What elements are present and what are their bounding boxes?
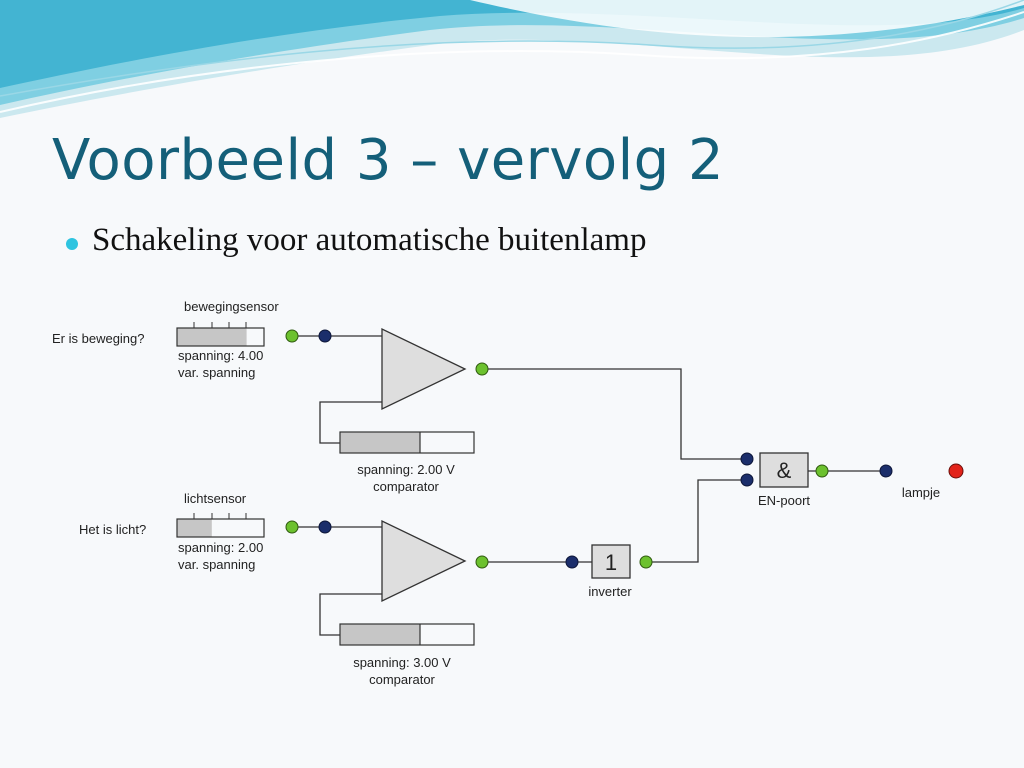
- light-sensor-type: var. spanning: [178, 557, 255, 572]
- comparator-bottom-input-node[interactable]: [318, 520, 332, 534]
- header-wave-decoration: [0, 0, 1024, 118]
- slide-title: Voorbeeld 3 – vervolg 2: [52, 128, 725, 193]
- light-sensor-question: Het is licht?: [79, 522, 146, 537]
- motion-sensor-slider[interactable]: [176, 322, 265, 347]
- inverter-label: inverter: [588, 584, 632, 599]
- lamp-input-node[interactable]: [879, 464, 893, 478]
- and-gate-box: [759, 452, 809, 488]
- motion-sensor-name: bewegingsensor: [184, 299, 279, 314]
- comparator-top-slider[interactable]: [339, 431, 475, 454]
- motion-sensor-voltage: spanning: 4.00: [178, 348, 263, 363]
- comparator-top-voltage: spanning: 2.00 V: [357, 462, 455, 477]
- light-sensor-name: lichtsensor: [184, 491, 247, 506]
- light-sensor-voltage: spanning: 2.00: [178, 540, 263, 555]
- inverter-symbol: 1: [605, 550, 617, 575]
- inverter-box: [591, 544, 631, 579]
- motion-sensor-output-node[interactable]: [285, 329, 299, 343]
- light-sensor-slider[interactable]: [176, 513, 265, 538]
- wire-top-comparator-to-and: [482, 368, 747, 460]
- and-gate-input-node-2[interactable]: [740, 473, 754, 487]
- wire-inverter-to-and: [646, 479, 747, 563]
- comparator-top-triangle: [381, 327, 467, 411]
- comparator-bottom-type: comparator: [369, 672, 435, 687]
- comparator-bottom-triangle: [381, 519, 467, 603]
- wire-top-reference: [319, 401, 382, 444]
- and-gate-input-node-1[interactable]: [740, 452, 754, 466]
- comparator-bottom-voltage: spanning: 3.00 V: [353, 655, 451, 670]
- comparator-top-type: comparator: [373, 479, 439, 494]
- motion-sensor-question: Er is beweging?: [52, 331, 145, 346]
- and-gate-label: EN-poort: [758, 493, 810, 508]
- motion-sensor-type: var. spanning: [178, 365, 255, 380]
- comparator-top-input-node[interactable]: [318, 329, 332, 343]
- and-gate-symbol: &: [777, 458, 792, 483]
- light-sensor-output-node[interactable]: [285, 520, 299, 534]
- lamp-indicator: [948, 463, 964, 479]
- inverter-output-node[interactable]: [639, 555, 653, 569]
- lamp-label: lampje: [902, 485, 940, 500]
- bullet-text: Schakeling voor automatische buitenlamp: [92, 222, 647, 258]
- bullet-dot-icon: [66, 238, 78, 250]
- comparator-bottom-slider[interactable]: [339, 623, 475, 646]
- inverter-input-node[interactable]: [565, 555, 579, 569]
- wire-bottom-reference: [319, 593, 382, 636]
- comparator-bottom-output-node[interactable]: [475, 555, 489, 569]
- and-gate-output-node[interactable]: [815, 464, 829, 478]
- comparator-top-output-node[interactable]: [475, 362, 489, 376]
